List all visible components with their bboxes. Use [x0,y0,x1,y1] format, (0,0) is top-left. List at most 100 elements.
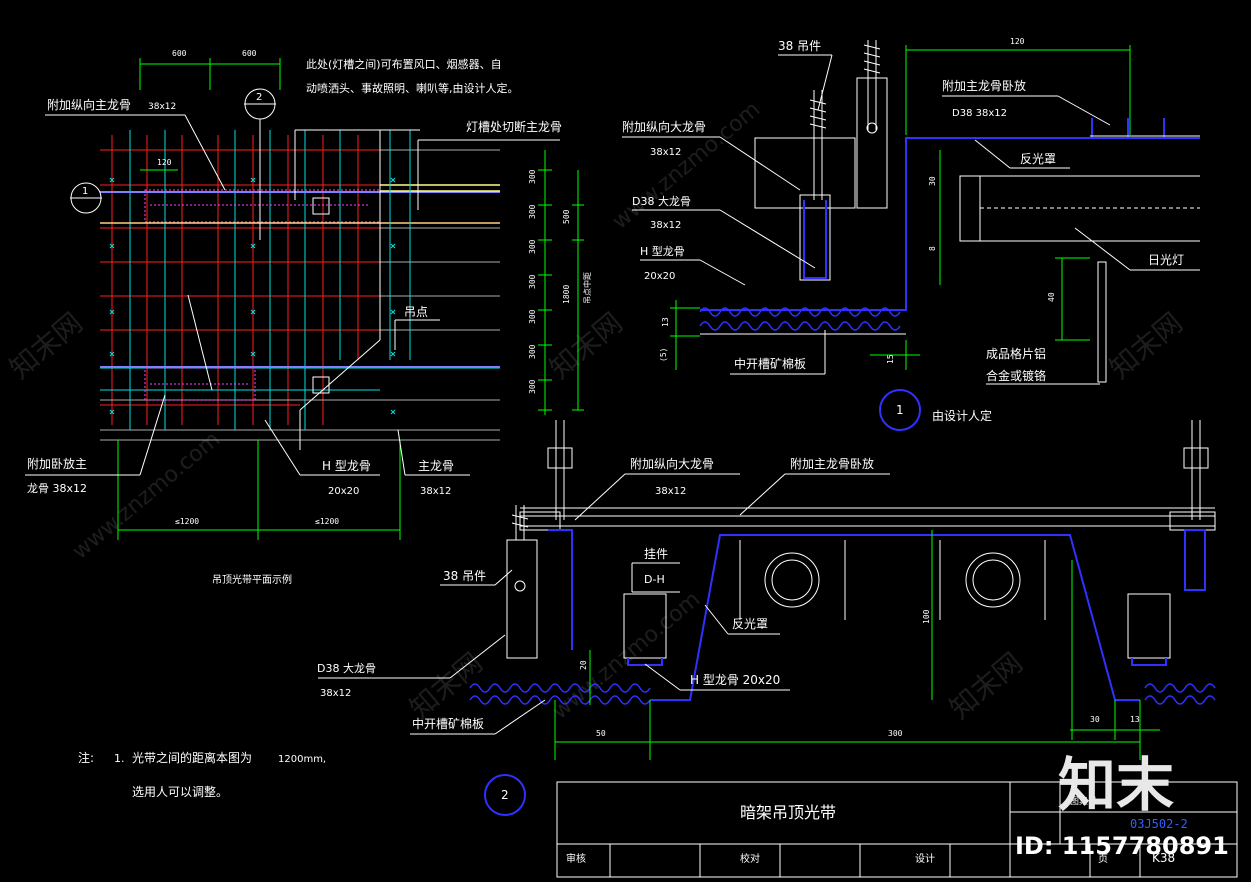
plan-labels: 附加纵向主龙骨 38x12 此处(灯槽之间)可布置风口、烟感器、自 动喷洒头、事… [25,57,562,586]
d2-dim-20: 20 [579,660,588,670]
plan-light-troughs [100,189,500,401]
d2-dim-13: 13 [1130,715,1140,724]
title-block-atlas-no: 03J502-2 [1130,817,1188,831]
detail-1-section: 120 30 8 40 13 (5) 15 38 吊件 附加主龙骨卧放 D38 … [622,37,1200,431]
d1-dim-30: 30 [928,176,937,186]
d1-label-fluorescent: 日光灯 [1148,253,1184,267]
d1-dim-40: 40 [1047,292,1056,302]
note-prefix: 注: [78,750,94,765]
d2-top-hangers [506,420,1216,659]
svg-text:1: 1 [896,403,904,417]
d2-label-board: 中开槽矿棉板 [412,716,484,731]
brand-logo-text: 知末 [1058,751,1174,819]
d1-callout: 1 由设计人定 [879,389,992,431]
d2-dim-100: 100 [922,609,931,624]
watermark-text: 知末网 [543,306,629,385]
d2-dim-300: 300 [888,729,903,738]
d1-label-h-keel: H 型龙骨 [640,244,685,258]
dim-right-300: 300 [528,204,537,219]
watermark-text: 知末网 [1103,306,1189,385]
d1-dim-120: 120 [1010,37,1025,46]
brand-watermark: 知末 ID: 1157780891 [1015,751,1229,860]
d1-label-reflector: 反光罩 [1020,152,1056,166]
dim-bottom-1200-a: ≤1200 [175,517,199,526]
dim-right-300: 300 [528,239,537,254]
d1-label-grille-1: 成品格片铝 [986,346,1046,361]
label-attach-long-main: 附加纵向主龙骨 [47,97,131,112]
d1-label-d38-big-size: 38x12 [650,220,681,231]
d1-reflector [700,118,1200,383]
d2-dim-30: 30 [1090,715,1100,724]
d1-callout-note: 由设计人定 [932,408,992,423]
d1-hangers [754,40,888,281]
label-attach-flat-main-1: 附加卧放主 [27,456,87,471]
plan-right-keels [299,130,500,450]
plan-dims-bottom: ≤1200 ≤1200 [117,440,401,540]
d2-dims: 50 300 100 20 30 13 [554,530,1160,760]
d2-label-attach-main-flat: 附加主龙骨卧放 [790,456,874,471]
plan-red-grid [100,135,380,425]
svg-text:2: 2 [256,92,262,103]
d2-label-hook-type: D-H [644,573,665,586]
watermark-text: 知末网 [3,306,89,385]
d2-dim-50: 50 [596,729,606,738]
d1-label-h-keel-size: 20x20 [644,271,675,282]
d2-label-attach-long-big-size: 38x12 [655,486,686,497]
dim-right-1800: 1800 [562,285,571,304]
dim-right-300: 300 [528,309,537,324]
label-attach-flat-main-2: 龙骨 38x12 [27,482,87,495]
dim-right-300: 300 [528,379,537,394]
dim-right-500: 500 [562,209,571,224]
label-main-keel-size: 38x12 [420,486,451,497]
d1-label-38-hanger: 38 吊件 [778,39,821,53]
d1-dim-13: 13 [661,317,670,327]
label-hanger-point: 吊点 [404,305,428,319]
dim-right-note: 吊点中距 [582,272,592,304]
notes: 注: 1. 光带之间的距离本图为 1200mm, 选用人可以调整。 [78,750,326,799]
d2-label-d38-big-size: 38x12 [320,688,351,699]
grid-note-line1: 此处(灯槽之间)可布置风口、烟感器、自 [306,57,502,71]
plan-view: 600 600 120 300 300 300 300 300 300 300 … [25,49,592,586]
plan-cut-main [380,184,500,192]
d2-boards [469,683,1216,705]
d1-labels: 38 吊件 附加主龙骨卧放 D38 38x12 附加纵向大龙骨 38x12 反光… [622,39,1200,385]
title-block-atlas-label: 图集号 [1070,795,1097,807]
plan-hanger-points [109,177,396,415]
d1-label-grille-2: 合金或镀铬 [986,368,1046,383]
svg-text:2: 2 [501,788,509,802]
d1-board [699,307,906,335]
d2-label-hook: 挂件 [644,547,668,561]
dim-bottom-1200-b: ≤1200 [315,517,339,526]
title-block-design: 设计 [915,852,935,865]
d1-label-attach-long-big-size: 38x12 [650,147,681,158]
d1-dim-5: (5) [659,348,668,362]
d2-label-reflector: 反光罩 [732,617,768,631]
title-block-check: 校对 [740,852,760,865]
title-block-page-no: K38 [1152,851,1175,865]
title-block-page-label: 页 [1098,853,1108,865]
title-block-review: 审核 [566,852,586,865]
d1-dims: 120 30 8 40 13 (5) 15 [659,37,1131,370]
label-cut-main: 灯槽处切断主龙骨 [466,119,562,134]
plan-dims-right: 300 300 300 300 300 300 300 500 1800 吊点中… [528,150,592,415]
note-line2: 选用人可以调整。 [132,784,228,799]
label-main-keel: 主龙骨 [418,459,454,473]
dim-right-300: 300 [528,274,537,289]
watermark-text: www.znzmo.com [68,427,225,565]
plan-callout-1: 1 [70,182,102,214]
d2-labels: 附加纵向大龙骨 38x12 附加主龙骨卧放 挂件 D-H 38 吊件 反光罩 D… [317,456,890,735]
d2-label-attach-long-big: 附加纵向大龙骨 [630,456,714,471]
d2-label-h-keel: H 型龙骨 20x20 [690,673,780,687]
note-line1-a: 光带之间的距离本图为 [132,750,252,765]
grid-note-line2: 动喷洒头、事故照明、喇叭等,由设计人定。 [306,81,519,95]
note-line1-b: 1200mm, [278,754,326,765]
d1-label-board: 中开槽矿棉板 [734,356,806,371]
d1-label-d38-big: D38 大龙骨 [632,194,691,208]
d2-label-38-hanger: 38 吊件 [443,569,486,583]
d1-label-attach-main-flat: 附加主龙骨卧放 [942,78,1026,93]
plan-cyan-keels [100,130,500,441]
detail-2-section: 50 300 100 20 30 13 附加纵向大龙骨 38x12 附加主龙骨卧… [317,420,1216,816]
title-block: 暗架吊顶光带 图集号 03J502-2 审核 校对 设计 页 K38 [556,781,1238,878]
